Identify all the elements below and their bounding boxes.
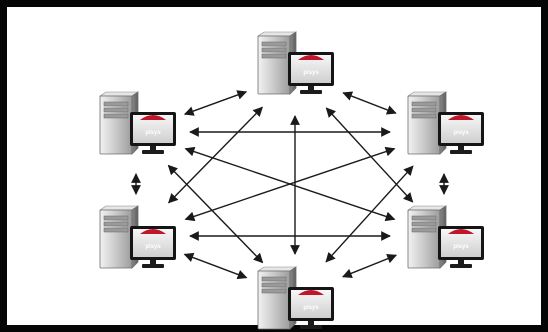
logo-text: pisys [453,244,469,250]
drive-bay [411,101,437,107]
logo-text: pisys [453,130,469,136]
drive-bay [411,227,437,233]
monitor-base [300,325,322,329]
connection-lower-right-bottom [341,254,398,278]
drive-bay [261,41,287,47]
drive-bay [103,221,129,227]
computer-lower-right: pisys [407,205,484,269]
drive-bay [261,276,287,282]
connection-upper-left-bottom [167,164,264,264]
drive-bay [411,107,437,113]
logo-text: pisys [303,70,319,76]
logo-emblem [140,229,166,234]
drive-bay [261,288,287,294]
logo-emblem [448,115,474,120]
connection-top-lower-right [325,107,414,203]
monitor-neck [150,146,156,150]
connections-layer [131,90,449,280]
monitor-base [142,264,164,268]
connection-top-upper-left [183,90,248,116]
computers-layer: pisys pisys pisys pisys pisys pisys [99,31,484,330]
computer-lower-left: pisys [99,205,176,269]
monitor-neck [150,260,156,264]
connection-top-lower-left [168,106,263,204]
drive-bay [411,221,437,227]
logo-text: pisys [303,305,319,311]
logo-text: pisys [145,130,161,136]
drive-bay [261,47,287,53]
monitor-neck [308,86,314,90]
connection-upper-right-lower-left [184,146,396,222]
computer-upper-right: pisys [407,91,484,155]
drive-bay [411,215,437,221]
monitor-base [450,150,472,154]
monitor-neck [458,146,464,150]
logo-emblem [140,115,166,120]
connection-upper-right-bottom [325,165,414,263]
drive-bay [103,101,129,107]
logo-emblem [298,55,324,60]
monitor-neck [308,321,314,325]
logo-emblem [448,229,474,234]
monitor-base [450,264,472,268]
computer-upper-left: pisys [99,91,176,155]
drive-bay [261,282,287,288]
drive-bay [103,107,129,113]
connection-lower-left-bottom [183,252,248,280]
drive-bay [103,113,129,119]
computer-top: pisys [257,31,334,95]
computer-bottom: pisys [257,266,334,330]
logo-text: pisys [145,244,161,250]
monitor-base [142,150,164,154]
connection-top-upper-right [342,91,397,115]
logo-emblem [298,290,324,295]
drive-bay [103,215,129,221]
drive-bay [411,113,437,119]
monitor-base [300,90,322,94]
drive-bay [103,227,129,233]
monitor-neck [458,260,464,264]
mesh-network-diagram: pisys pisys pisys pisys pisys pisys [99,31,484,330]
drive-bay [261,53,287,59]
